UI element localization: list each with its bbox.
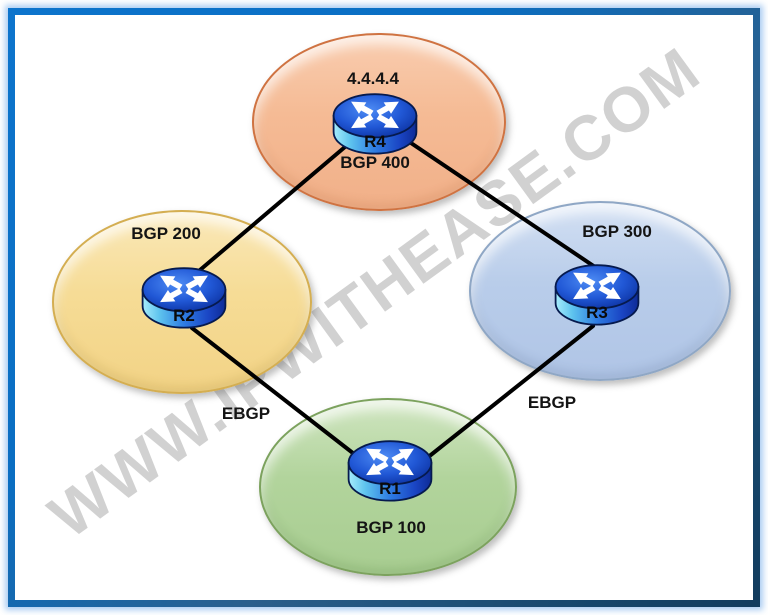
router-r4-label: R4 (364, 132, 386, 151)
router-r1-label: R1 (379, 479, 401, 498)
ebgp-label-left: EBGP (221, 404, 271, 423)
as-label-bgp300: BGP 300 (582, 222, 652, 241)
as-label-bgp200: BGP 200 (131, 224, 201, 243)
router-r2-label: R2 (173, 306, 195, 325)
ebgp-label-right: EBGP (527, 393, 577, 412)
loopback-label-r4: 4.4.4.4 (347, 69, 399, 88)
link-r2-r1 (190, 326, 360, 459)
as-label-bgp400: BGP 400 (340, 153, 410, 172)
router-r4: R4 (330, 88, 420, 158)
as-label-bgp100: BGP 100 (356, 518, 426, 537)
router-r2: R2 (139, 262, 229, 332)
router-r3-label: R3 (586, 303, 608, 322)
link-r4-r3 (406, 139, 603, 273)
router-r3: R3 (552, 259, 642, 329)
router-r1: R1 (345, 435, 435, 505)
link-r3-r1 (425, 324, 595, 460)
link-r2-r4 (198, 139, 354, 272)
